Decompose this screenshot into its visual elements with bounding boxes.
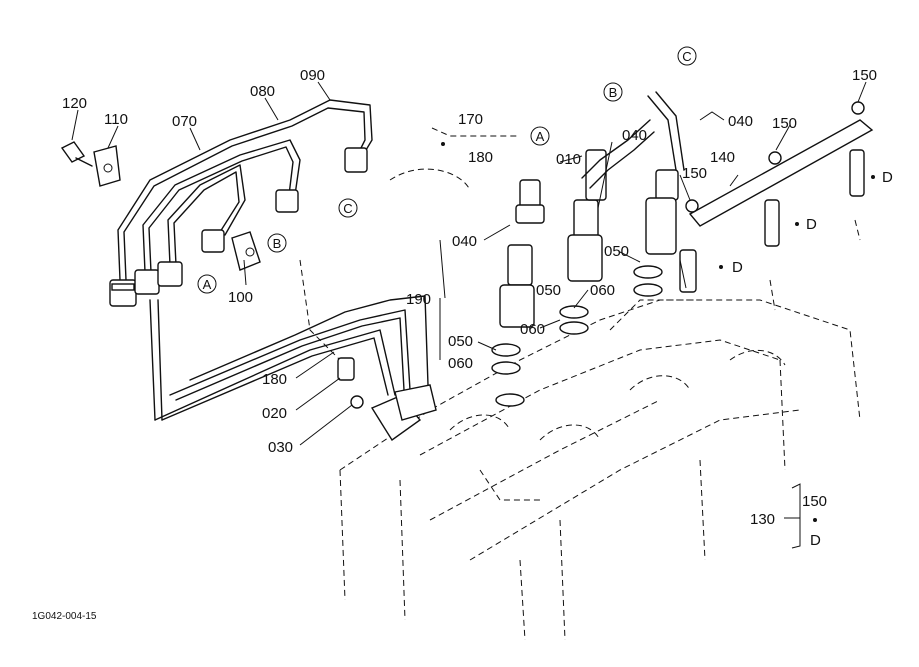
- marker-d-box: D: [810, 532, 821, 549]
- callout-150-box: 150: [802, 493, 827, 510]
- marker-letters: A B C A B C D D D D: [203, 49, 893, 549]
- injection-pipes: [117, 99, 429, 421]
- callout-030: 030: [268, 439, 293, 456]
- pipe-clamp: [231, 231, 261, 271]
- callout-150-top: 150: [852, 67, 877, 84]
- fuel-injection-pump-parts: [337, 357, 437, 442]
- marker-b-left: B: [273, 236, 282, 251]
- callout-020: 020: [262, 405, 287, 422]
- callout-060-right: 060: [590, 282, 615, 299]
- callout-150-mid: 150: [772, 115, 797, 132]
- callout-100: 100: [228, 289, 253, 306]
- pipe-clamp-small: [93, 145, 121, 187]
- callout-080: 080: [250, 83, 275, 100]
- callout-190: 190: [406, 291, 431, 308]
- washers: [491, 265, 663, 407]
- callout-010: 010: [556, 151, 581, 168]
- callout-180-lower: 180: [262, 371, 287, 388]
- callout-070: 070: [172, 113, 197, 130]
- marker-d-2: D: [806, 216, 817, 233]
- callout-060-mid: 060: [520, 321, 545, 338]
- callout-150-left: 150: [682, 165, 707, 182]
- leader-lines: [71, 81, 867, 549]
- callout-labels: 120 110 070 080 090 100 170 180 180 010 …: [62, 67, 877, 528]
- callout-050-right: 050: [604, 243, 629, 260]
- callout-040-mid: 040: [622, 127, 647, 144]
- callout-170: 170: [458, 111, 483, 128]
- callout-130: 130: [750, 511, 775, 528]
- callout-060-left: 060: [448, 355, 473, 372]
- callout-120: 120: [62, 95, 87, 112]
- engine-block-outline: [299, 168, 861, 641]
- marker-d-1: D: [882, 169, 893, 186]
- callout-110: 110: [104, 111, 128, 128]
- overflow-pipe: [685, 101, 874, 227]
- marker-d-3: D: [732, 259, 743, 276]
- callout-180-upper: 180: [468, 149, 493, 166]
- callout-050-left: 050: [448, 333, 473, 350]
- pipe-nuts: [109, 147, 368, 307]
- marker-c-right: C: [682, 49, 691, 64]
- callout-140: 140: [710, 149, 735, 166]
- marker-a-right: A: [536, 129, 545, 144]
- callout-040-left: 040: [452, 233, 477, 250]
- marker-b-right: B: [609, 85, 618, 100]
- banjo-bolt: [60, 141, 93, 167]
- marker-a-left: A: [203, 277, 212, 292]
- nozzle-holder-010: [581, 91, 685, 189]
- diagram-code: 1G042-004-15: [32, 611, 97, 622]
- circle-markers: [197, 46, 875, 522]
- callout-040-right: 040: [728, 113, 753, 130]
- callout-090: 090: [300, 67, 325, 84]
- callout-050-mid: 050: [536, 282, 561, 299]
- marker-c-left: C: [343, 201, 352, 216]
